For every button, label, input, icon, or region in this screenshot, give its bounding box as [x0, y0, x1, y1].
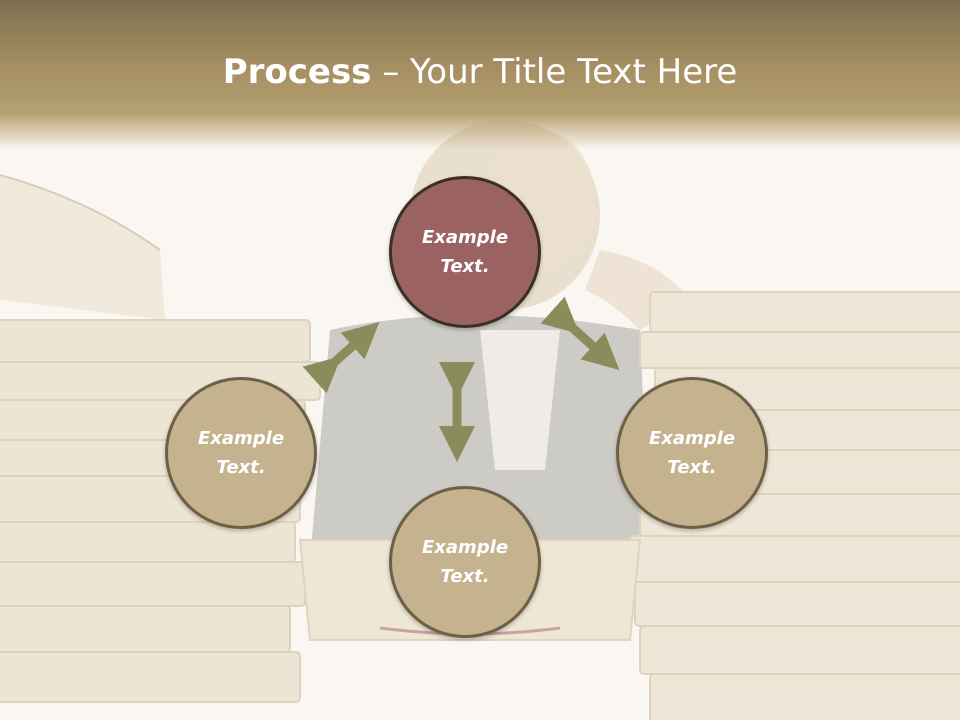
node-line2: Text. [440, 256, 490, 277]
node-line2: Text. [667, 457, 717, 478]
title-band [0, 0, 960, 150]
node-line1: Example [648, 428, 736, 449]
title-rest: – Your Title Text Here [371, 52, 738, 92]
slide-title: Process – Your Title Text Here [0, 52, 960, 92]
node-line2: Text. [216, 457, 266, 478]
node-line1: Example [197, 428, 285, 449]
node-line1: Example [421, 537, 509, 558]
node-line1: Example [421, 227, 509, 248]
node-line2: Text. [440, 566, 490, 587]
title-bold: Process [222, 52, 372, 92]
